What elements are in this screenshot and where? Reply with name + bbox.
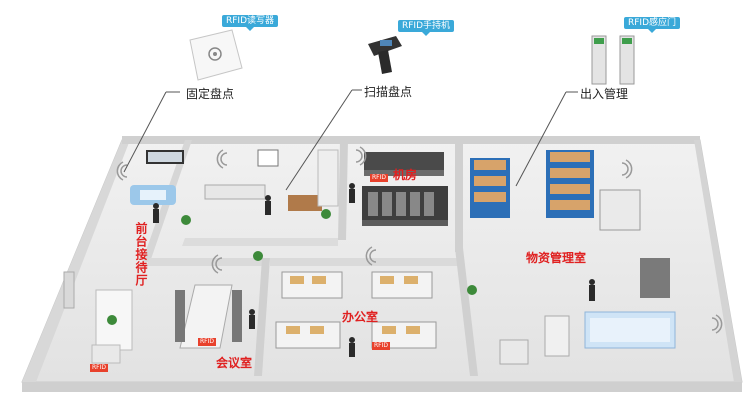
reception-desk-front — [91, 344, 121, 364]
people — [153, 183, 595, 357]
server-racks — [362, 152, 448, 226]
room-label-meeting-room: 会议室 — [216, 356, 253, 370]
room-label-warehouse: 物资管理室 — [526, 251, 587, 265]
office-desks — [275, 271, 437, 349]
front-room-desk — [288, 195, 322, 211]
outer-wall-right — [694, 140, 742, 382]
room-label-machine-room: 机房 — [393, 168, 418, 182]
wall-office-top — [270, 258, 460, 266]
wall-machine-left — [338, 140, 348, 240]
wall-warehouse-left — [455, 140, 463, 252]
front-room-cabinet — [317, 149, 339, 207]
rfid-sticker-office: RFID — [372, 342, 391, 350]
rfid-handheld-tag: RFID手持机 — [398, 20, 455, 36]
access-management-caption: 出入管理 — [580, 87, 629, 101]
scan-inventory-caption: 扫描盘点 — [364, 85, 413, 99]
warehouse-workbench — [499, 258, 676, 365]
rfid-handheld-device — [368, 36, 402, 74]
rfid-sticker-machine: RFID — [370, 174, 389, 182]
front-room-painting — [257, 149, 279, 167]
room-label-office: 办公室 — [342, 310, 379, 324]
callout-lines — [123, 89, 578, 191]
floor-edge — [22, 382, 742, 392]
rfid-gate-device — [591, 35, 635, 85]
signal-arcs — [116, 146, 723, 334]
fixed-inventory-caption: 固定盘点 — [186, 87, 235, 101]
room-label-reception: 前台接待厅 — [134, 222, 148, 287]
wall-office-right — [455, 248, 478, 376]
reception-sofa — [130, 185, 176, 205]
reception-door-gate — [63, 271, 75, 309]
wall-front-room — [182, 238, 338, 246]
front-room-table — [204, 184, 266, 200]
rfid-sticker-meeting: RFID — [198, 338, 217, 346]
rfid-reader-device — [189, 29, 243, 81]
rfid-sticker-reception: RFID — [90, 364, 109, 372]
meeting-table — [175, 284, 242, 349]
outer-wall-back — [122, 136, 700, 144]
outer-wall-left — [22, 140, 130, 382]
plants — [107, 209, 477, 325]
rfid-gate-tag: RFID感应门 — [624, 17, 681, 33]
reception-tv-screen — [148, 152, 182, 162]
warehouse-shelves — [470, 150, 641, 231]
wall-meeting-left — [146, 258, 268, 266]
wall-meeting-right — [254, 258, 270, 376]
rfid-reader-tag: RFID读写器 — [222, 15, 279, 31]
